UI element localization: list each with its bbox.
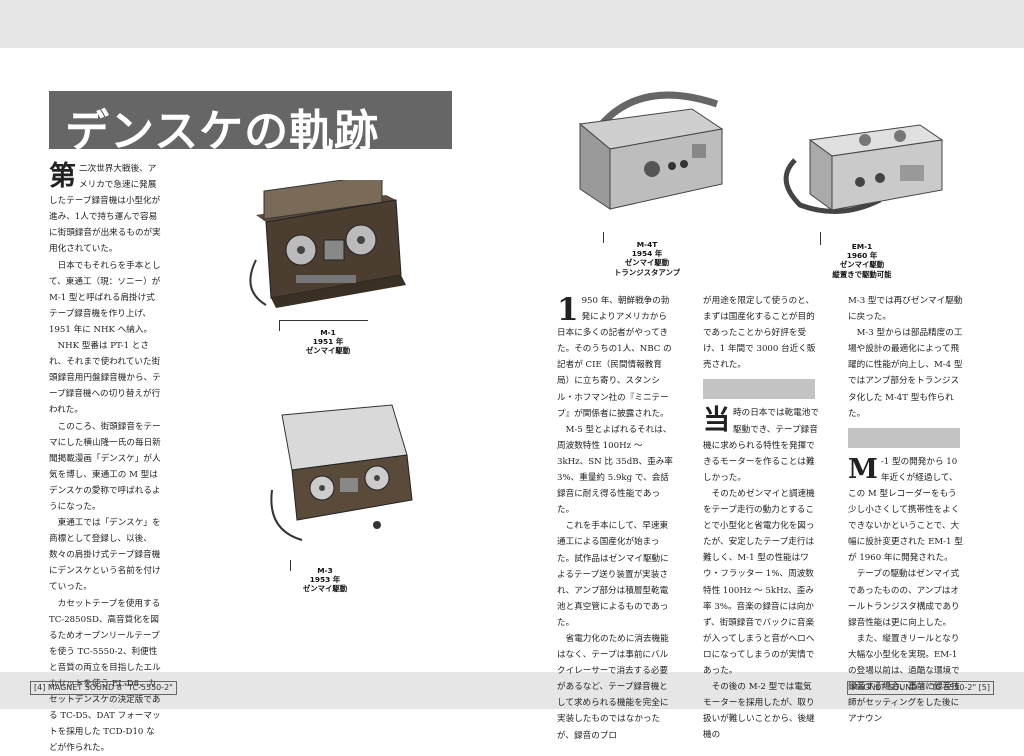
paragraph: が用途を限定して使うのと、まずは国産化することが目的であったことから好評を受け、… [703,296,816,371]
footer-left-page-number: [4] MAGNET SOUND 8 "TC-5550-2" [30,681,177,695]
m4t-caption: M-4T 1954 年 ゼンマイ駆動 トランジスタアンプ [614,240,680,277]
m1-recorder-photo [249,180,406,308]
section-divider-bar [703,379,815,400]
paragraph: このころ、街頭録音をテーマにした横山隆一氏の毎日新聞掲載漫画「デンスケ」が人気を… [49,421,161,512]
article-title-box: デンスケの軌跡 [49,91,452,157]
paragraph: カセットテープを使用する TC-2850SD、高音質化を図るためオープンリールテ… [49,598,161,754]
text-column-3: が用途を限定して使うのと、まずは国産化することが目的であったことから好評を受け、… [703,293,819,743]
paragraph: 日本でもそれらを手本として、東通工（現：ソニー）が M-1 型と呼ばれる肩掛け式… [49,260,161,335]
m1-caption-leader [279,320,368,331]
lead-paragraph: M-1 型の開発から 10 年近くが経過して、この M 型レコーダーをもう少し小… [848,453,963,564]
dropcap: M [848,453,878,485]
m3-caption: M-3 1953 年 ゼンマイ駆動 [302,566,348,594]
text-column-4: M-3 型では再びゼンマイ駆動に戻った。 M-3 型からは部品精度の工場や設計の… [848,293,964,727]
text-column-1: 第二次世界大戦後、アメリカで急速に発展したテープ録音機は小型化が進み、1人で持ち… [49,161,163,756]
paragraph: これを手本にして、早速東通工による国産化が始まった。試作品はゼンマイ駆動によるテ… [557,521,669,628]
lead-paragraph: 第二次世界大戦後、アメリカで急速に発展したテープ録音機は小型化が進み、1人で持ち… [49,161,161,255]
em1-recorder-photo [783,124,944,214]
footer-right-page-number: MAGNET SOUND 8 "TC-5550-2" [5] [847,681,994,695]
bottom-band [0,672,1024,709]
m4t-recorder-photo [578,91,724,210]
dropcap: 第 [49,161,76,192]
em1-caption-leader [820,232,821,245]
article-title: デンスケの軌跡 [65,106,380,157]
paragraph: テープの駆動はゼンマイ式であったものの、アンプはオールトランジスタ構成であり録音… [848,569,960,628]
section-divider-bar [848,427,960,448]
paragraph: M-3 型では再びゼンマイ駆動に戻った。 [848,296,963,323]
paragraph: M-5 型とよばれるそれは、周波数特性 100Hz 〜 3kHz、SN 比 35… [557,424,673,516]
m3-recorder-photo [270,404,413,541]
paragraph: また、縦置きリールとなり大幅な小型化を実現。EM-1 の登場以前は、過酷な環境で… [848,633,960,725]
top-band [0,0,1024,48]
m4t-caption-leader [603,232,604,243]
paragraph: 省電力化のために消去機能はなく、テープは事前にバルクイレーサーで消去する必要があ… [557,633,669,741]
m3-caption-leader [290,560,291,571]
m1-caption: M-1 1951 年 ゼンマイ駆動 [305,328,351,356]
em1-caption: EM-1 1960 年 ゼンマイ駆動 縦置きで駆動可能 [832,242,892,279]
dropcap: 1 [557,292,579,328]
dropcap: 当 [703,405,730,437]
lead-paragraph: 当時の日本では乾電池で駆動でき、テープ録音機に求められる特性を発揮できるモーター… [703,405,819,483]
paragraph: そのためゼンマイと調速機をテープ走行の動力とすることで小型化と省電力化を図ったが… [703,488,815,676]
paragraph: 東通工では「デンスケ」を商標として登録し、以後、数々の肩掛け式テープ録音機にデン… [49,518,161,593]
paragraph: M-3 型からは部品精度の工場や設計の最適化によって飛躍的に性能が向上し、M-4… [848,328,963,419]
paragraph: その後の M-2 型では電気モーターを採用したが、取り扱いが難しいことから、後継… [703,682,815,741]
paragraph: NHK 型番は PT-1 とされ、それまで使われていた街頭録音用円盤録音機から、… [49,341,161,416]
